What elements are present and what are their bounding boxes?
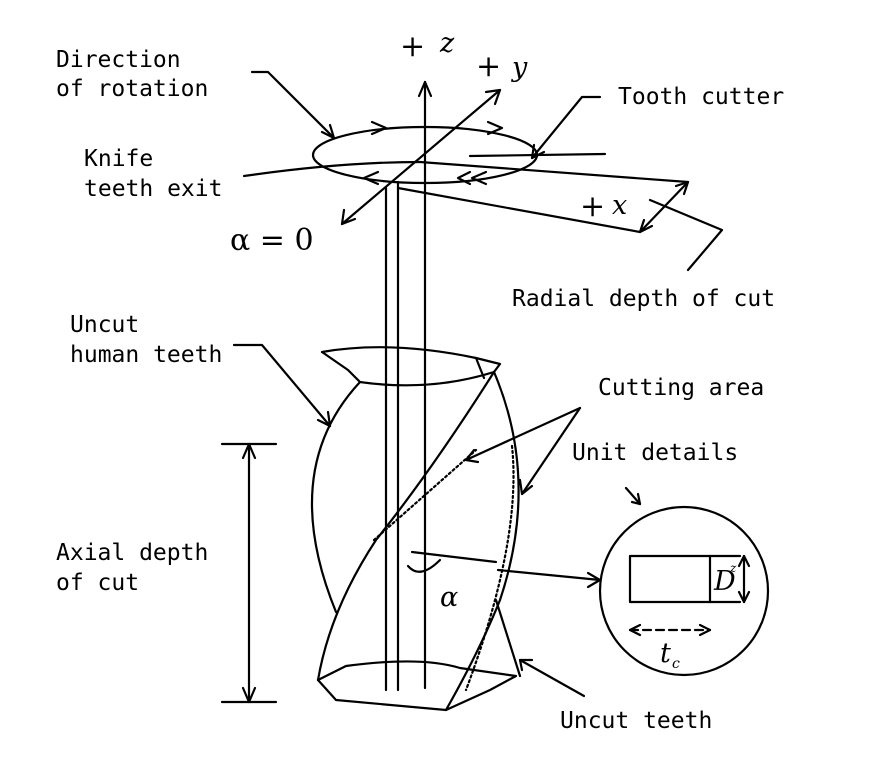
dz-arrow-top bbox=[737, 554, 751, 568]
helix-front-edge bbox=[316, 370, 496, 682]
label-alpha-zero: α = 0 bbox=[230, 223, 314, 258]
leader-cutting-area-2-arrow bbox=[518, 478, 534, 496]
rotation-arrow-1 bbox=[370, 120, 388, 136]
label-uncut-teeth: Uncut teeth bbox=[560, 708, 712, 734]
leader-uncut-human bbox=[232, 343, 332, 428]
leader-unit-details bbox=[496, 568, 602, 582]
x-axis-lower-line bbox=[396, 186, 642, 234]
unit-element-rect bbox=[628, 554, 712, 604]
label-knife-2: teeth exit bbox=[84, 176, 222, 202]
label-direction-rotation-1: Direction bbox=[56, 47, 181, 73]
z-axis-arrowhead-right bbox=[423, 80, 433, 98]
alpha-arc bbox=[406, 558, 442, 573]
y-axis-neg-arrowhead bbox=[340, 208, 357, 226]
label-x: x bbox=[612, 190, 627, 221]
alpha-ref-line bbox=[410, 550, 498, 564]
radial-depth-arrow-top bbox=[674, 180, 690, 196]
x-axis-upper-line bbox=[418, 160, 690, 184]
y-axis-line bbox=[340, 88, 502, 226]
cutting-area-left bbox=[372, 448, 478, 542]
label-direction-rotation-2: of rotation bbox=[56, 76, 208, 102]
label-y: y bbox=[511, 52, 528, 83]
rotation-arrow-2 bbox=[486, 120, 504, 136]
right-edge bbox=[444, 370, 520, 712]
leader-radial-depth bbox=[648, 198, 724, 272]
leader-tooth-cutter bbox=[530, 95, 602, 160]
unit-details-pointer bbox=[624, 486, 642, 506]
leader-cutting-area-1-arrow bbox=[464, 448, 480, 464]
label-uncut-human-2: human teeth bbox=[70, 342, 222, 368]
label-knife-1: Knife bbox=[84, 146, 153, 172]
knife-exit-line bbox=[242, 160, 422, 178]
label-uncut-human-1: Uncut bbox=[70, 312, 139, 338]
label-axial-depth-2: of cut bbox=[56, 570, 139, 596]
leader-uncut-teeth bbox=[518, 658, 586, 698]
y-axis-arrowhead bbox=[484, 88, 502, 106]
leader-direction-rotation-arrow bbox=[320, 123, 336, 140]
tc-arrow-right bbox=[698, 623, 712, 637]
top-flange bbox=[320, 346, 502, 387]
leader-direction-rotation bbox=[250, 70, 336, 140]
label-radial-depth: Radial depth of cut bbox=[512, 286, 775, 312]
label-cutting-area: Cutting area bbox=[598, 375, 764, 401]
left-bulge bbox=[310, 380, 362, 614]
label-alpha: α bbox=[440, 582, 458, 613]
unit-details-pointer-arrow bbox=[630, 492, 642, 506]
rotation-arrow-4 bbox=[470, 170, 488, 186]
label-tc: t bbox=[660, 638, 671, 669]
rotation-arrow-3 bbox=[362, 170, 380, 186]
leader-cutting-area-2 bbox=[520, 406, 582, 496]
label-dz-sub: z bbox=[729, 561, 737, 575]
radial-depth-arrow-bottom bbox=[638, 218, 654, 234]
axial-dim-arrow-bottom bbox=[241, 686, 257, 704]
label-z-plus: + bbox=[400, 29, 425, 64]
z-axis-arrowhead-left bbox=[417, 80, 427, 98]
label-dz: D bbox=[713, 566, 736, 597]
leader-uncut-human-arrow bbox=[316, 410, 332, 428]
bottom-base bbox=[316, 660, 518, 712]
rear-edge bbox=[494, 598, 522, 678]
cutting-area-right bbox=[464, 444, 515, 692]
label-unit-details: Unit details bbox=[572, 440, 738, 466]
label-y-plus: + bbox=[476, 49, 501, 84]
leader-uncut-teeth-arrow bbox=[518, 658, 534, 672]
axial-dim-arrow-top bbox=[241, 442, 257, 460]
tc-arrow-left bbox=[628, 623, 642, 637]
leader-cutting-area-1 bbox=[464, 406, 582, 462]
label-z: z bbox=[439, 28, 455, 59]
label-axial-depth-1: Axial depth bbox=[56, 540, 208, 566]
x-arrow-left bbox=[456, 170, 472, 186]
label-x-plus: + bbox=[580, 189, 605, 224]
label-tooth-cutter: Tooth cutter bbox=[618, 84, 784, 110]
label-tc-sub: c bbox=[672, 656, 680, 672]
unit-details-circle bbox=[598, 505, 770, 677]
leader-tooth-cutter-arrow bbox=[530, 143, 546, 160]
dz-arrow-bottom bbox=[737, 590, 751, 604]
